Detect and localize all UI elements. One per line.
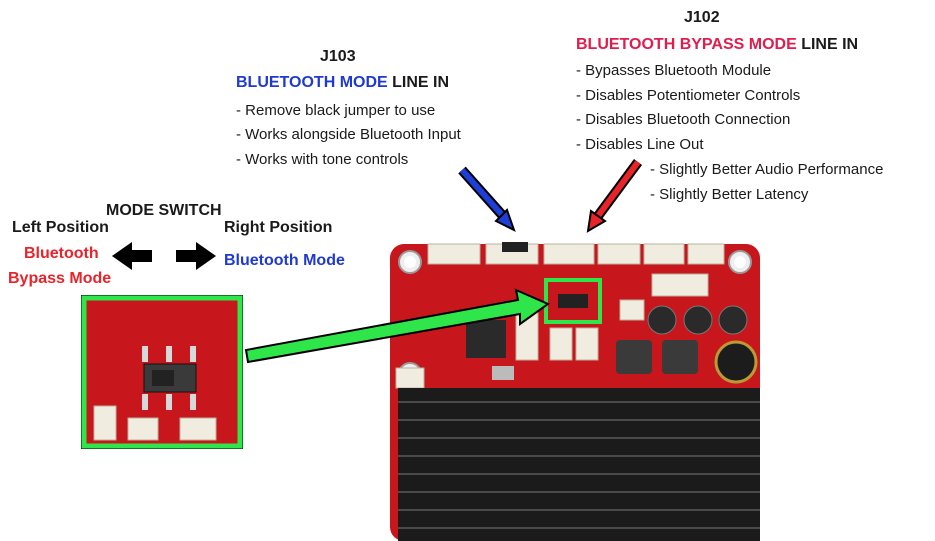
j102-subitem: - Slightly Better Audio Performance bbox=[650, 161, 884, 178]
mount-hole-center bbox=[404, 256, 416, 268]
capacitors bbox=[647, 305, 758, 384]
j102-item: - Disables Line Out bbox=[576, 136, 704, 153]
amplifier-board bbox=[390, 240, 760, 541]
j103-title: J103 bbox=[320, 48, 356, 65]
heatsink-fins bbox=[398, 401, 760, 529]
arrow-right-icon bbox=[176, 242, 216, 270]
j103-mode-heading: BLUETOOTH MODE LINE IN bbox=[236, 74, 449, 92]
j103-item: - Works alongside Bluetooth Input bbox=[236, 126, 461, 143]
arrow-left-icon bbox=[112, 242, 152, 270]
black-jumper bbox=[502, 242, 528, 252]
j103-item: - Works with tone controls bbox=[236, 151, 409, 168]
j102-item: - Bypasses Bluetooth Module bbox=[576, 62, 772, 79]
blue-pointer-arrow bbox=[458, 166, 516, 232]
j102-title: J102 bbox=[684, 9, 720, 26]
j103-item: - Remove black jumper to use bbox=[236, 102, 436, 119]
left-mode-line1: Bluetooth bbox=[24, 245, 99, 262]
j102-subitem: - Slightly Better Latency bbox=[650, 186, 809, 203]
j102-item: - Disables Bluetooth Connection bbox=[576, 111, 791, 128]
red-pointer-arrow bbox=[586, 159, 643, 233]
crystal bbox=[492, 366, 514, 380]
j103-mode-colored: BLUETOOTH MODE bbox=[236, 74, 388, 91]
j102-item: - Disables Potentiometer Controls bbox=[576, 87, 801, 104]
mode-switch-title: MODE SWITCH bbox=[106, 202, 222, 219]
j102-mode-colored: BLUETOOTH BYPASS MODE bbox=[576, 36, 797, 53]
top-connectors bbox=[427, 243, 725, 265]
heatsink bbox=[398, 388, 760, 541]
inset-connectors bbox=[93, 405, 217, 441]
left-position-label: Left Position bbox=[12, 219, 109, 236]
right-position-label: Right Position bbox=[224, 219, 333, 236]
j102-mode-heading: BLUETOOTH BYPASS MODE LINE IN bbox=[576, 36, 858, 54]
j103-mode-rest: LINE IN bbox=[387, 74, 450, 91]
inset-green-frame bbox=[81, 295, 243, 449]
inset-switch bbox=[142, 346, 197, 410]
mode-switch bbox=[558, 294, 588, 308]
left-mode-line2: Bypass Mode bbox=[8, 270, 112, 287]
chip bbox=[466, 320, 506, 358]
inductors bbox=[616, 340, 698, 374]
mount-hole-center bbox=[734, 256, 746, 268]
right-mode-label: Bluetooth Mode bbox=[224, 252, 345, 269]
switch-zoom-inset bbox=[80, 294, 244, 450]
j102-mode-rest: LINE IN bbox=[796, 36, 859, 53]
